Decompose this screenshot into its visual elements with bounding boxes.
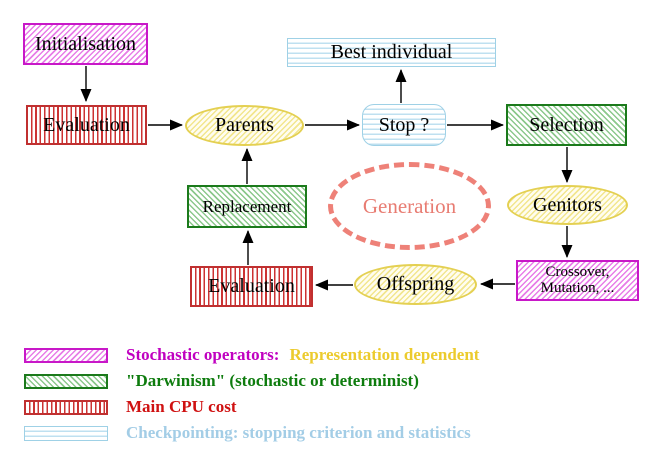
legend-label-darwinism: "Darwinism" (stochastic or determinist) xyxy=(126,371,419,390)
legend-swatch-red-stripes xyxy=(24,399,108,415)
node-replacement: Replacement xyxy=(187,185,307,228)
legend-swatch-magenta-hatch xyxy=(24,347,108,363)
node-stop-label: Stop ? xyxy=(378,113,430,136)
node-parents-label: Parents xyxy=(215,114,274,136)
node-initialisation-label: Initialisation xyxy=(34,32,137,55)
node-best-individual-label: Best individual xyxy=(330,41,453,63)
legend-row-checkpointing: Checkpointing: stopping criterion and st… xyxy=(24,423,471,442)
node-selection-label: Selection xyxy=(529,113,604,136)
node-selection: Selection xyxy=(506,104,627,146)
legend-label-representation-dependent: Representation dependent xyxy=(289,345,480,364)
node-initialisation: Initialisation xyxy=(23,23,148,65)
legend-label-stochastic-operators: Stochastic operators: xyxy=(126,345,280,364)
node-crossover-mutation: Crossover, Mutation, ... xyxy=(516,260,639,301)
legend-label-checkpointing: Checkpointing: stopping criterion and st… xyxy=(126,423,471,442)
node-crossover-line2: Mutation, ... xyxy=(540,279,615,296)
node-evaluation-top-label: Evaluation xyxy=(43,113,130,136)
legend-swatch-green-hatch xyxy=(24,373,108,389)
node-stop: Stop ? xyxy=(362,104,446,146)
legend-row-main-cpu-cost: Main CPU cost xyxy=(24,397,237,416)
legend-swatch-cyan-stripes xyxy=(24,425,108,441)
legend-label-main-cpu-cost: Main CPU cost xyxy=(126,397,237,416)
node-evaluation-bottom: Evaluation xyxy=(190,266,313,307)
node-offspring: Offspring xyxy=(354,264,477,305)
generation-label: Generation xyxy=(362,193,457,218)
node-parents: Parents xyxy=(185,105,304,146)
legend-row-darwinism: "Darwinism" (stochastic or determinist) xyxy=(24,371,419,390)
node-evaluation-bottom-label: Evaluation xyxy=(208,275,295,297)
node-genitors-label: Genitors xyxy=(533,193,602,216)
generation-cycle-ellipse: Generation xyxy=(328,162,491,250)
node-crossover-line1: Crossover, xyxy=(545,263,610,280)
node-offspring-label: Offspring xyxy=(376,273,455,295)
node-genitors: Genitors xyxy=(507,185,628,225)
node-replacement-label: Replacement xyxy=(202,196,292,216)
node-best-individual: Best individual xyxy=(287,38,496,67)
legend-row-stochastic-operators: Stochastic operators: Representation dep… xyxy=(24,345,480,364)
node-evaluation-top: Evaluation xyxy=(26,105,147,145)
